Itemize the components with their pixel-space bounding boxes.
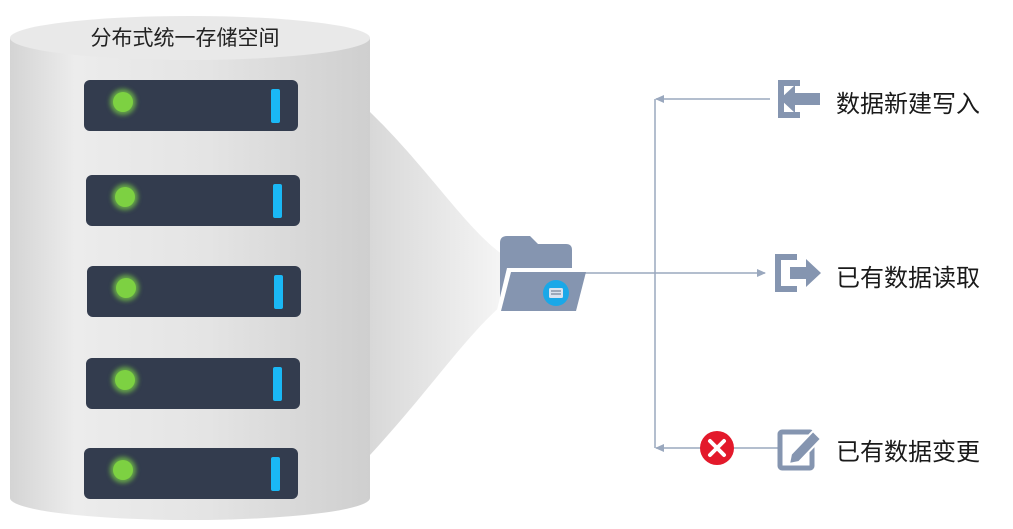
storage-title: 分布式统一存储空间 [90, 26, 280, 50]
status-led [113, 460, 133, 480]
read-label: 已有数据读取 [836, 264, 980, 292]
status-led [115, 187, 135, 207]
modify-label: 已有数据变更 [836, 438, 980, 466]
status-led [115, 370, 135, 390]
write-label: 数据新建写入 [836, 90, 980, 118]
folder-icon [497, 236, 586, 311]
activity-indicator [273, 184, 282, 218]
projection-beam [370, 112, 508, 455]
edit-icon [777, 429, 823, 471]
server-unit [86, 358, 300, 409]
activity-indicator [271, 89, 280, 123]
import-icon [778, 80, 820, 118]
status-led [113, 92, 133, 112]
server-unit [84, 448, 298, 499]
server-unit [84, 80, 298, 131]
status-led [116, 278, 136, 298]
activity-indicator [273, 367, 282, 401]
storage-cylinder-top [10, 16, 370, 60]
server-unit [86, 175, 300, 226]
denied-icon [700, 431, 734, 465]
export-icon [775, 254, 821, 292]
server-unit [87, 266, 301, 317]
activity-indicator [271, 457, 280, 491]
activity-indicator [274, 275, 283, 309]
